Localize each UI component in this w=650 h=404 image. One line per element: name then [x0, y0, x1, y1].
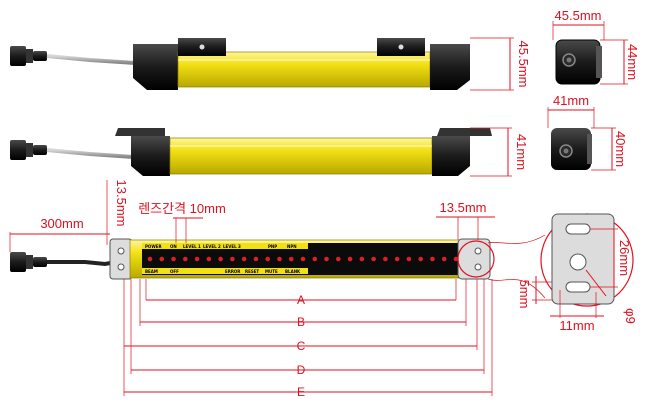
strip-top-label: LEVEL 2 [203, 244, 221, 249]
led-lens [183, 256, 188, 262]
strip-top-label: ON [170, 244, 177, 249]
led-lens [277, 256, 282, 262]
bracket-left-3 [109, 238, 133, 280]
connector-1 [10, 46, 47, 66]
led-lens [206, 256, 212, 262]
led-lens [253, 256, 259, 262]
led-lens [324, 256, 329, 262]
led-row [147, 256, 459, 262]
bracket-width-label: 11mm [559, 318, 594, 333]
strip-top-label: POWER [145, 244, 162, 249]
indicator-strip-top [142, 243, 308, 249]
led-lens [394, 256, 400, 262]
strip-bottom-label: OFF [170, 269, 179, 274]
led-lens [241, 256, 247, 262]
bracket-right-3 [457, 238, 491, 280]
strip-top-label: LEVEL 3 [223, 244, 241, 249]
center-hole [569, 253, 587, 271]
led-lens [288, 256, 294, 262]
housing-2 [169, 137, 433, 175]
led-lens [194, 256, 200, 262]
strip-bottom-label: BEAM [145, 269, 158, 274]
slot-bottom [565, 281, 591, 293]
led-lens [441, 256, 447, 262]
led-lens [300, 256, 306, 262]
led-lens [218, 256, 223, 262]
mount-plate-right-2 [437, 128, 492, 136]
led-lens [371, 256, 376, 262]
connector-3 [10, 252, 47, 272]
mount-plate-left-2 [115, 128, 165, 136]
side-view-2: 41mm [10, 127, 529, 177]
led-lens [147, 256, 153, 262]
led-lens [159, 256, 165, 262]
side-view-1: 45.5mm [10, 37, 531, 91]
dim-e-label: E [297, 385, 305, 399]
strip-top-label: NPN [287, 244, 297, 249]
cable-2 [46, 148, 134, 159]
led-lens [359, 256, 365, 262]
led-lens [418, 256, 423, 262]
cable-length-label: 300mm [40, 216, 83, 231]
led-lens [430, 256, 435, 262]
height-label-end-1: 44mm [625, 44, 640, 80]
end-view-1: 45.5mm 44mm [552, 8, 640, 85]
height-label-2: 41mm [514, 134, 529, 170]
led-lens [230, 256, 235, 262]
slot-top [565, 223, 591, 235]
strip-bottom-label: RESET [245, 269, 259, 274]
right-end-cap-2 [432, 136, 470, 176]
dim-c-label: C [297, 339, 306, 353]
edge-offset-label: 13.5mm [114, 180, 129, 227]
led-lens [406, 256, 412, 262]
end-view-2: 41mm 40mm [547, 93, 628, 171]
led-lens [453, 256, 459, 262]
led-lens [347, 256, 353, 262]
right-offset-label: 13.5mm [440, 200, 487, 215]
led-lens [171, 256, 176, 262]
led-lens [383, 256, 388, 262]
left-end-cap-2 [131, 136, 170, 176]
led-lens [336, 256, 341, 262]
width-label-1: 45.5mm [555, 8, 602, 23]
height-label-1: 45.5mm [516, 41, 531, 88]
housing-1 [177, 51, 431, 88]
width-label-2: 41mm [553, 93, 589, 108]
cable-1 [46, 54, 136, 65]
dim-b-label: B [297, 315, 305, 329]
hole-spacing-label: 26mm [617, 240, 632, 276]
bracket-edge-label: 5mm [517, 280, 532, 309]
bracket-detail: 26mm φ9 11mm 5mm [457, 213, 638, 333]
strip-bottom-label: MUTE [265, 269, 278, 274]
hole-diameter-label: φ9 [623, 308, 638, 324]
dim-a-label: A [297, 293, 305, 307]
cable-3 [47, 260, 117, 267]
led-lens [312, 256, 318, 262]
height-label-end-2: 40mm [613, 131, 628, 167]
right-end-cap-1 [430, 44, 470, 90]
left-end-cap-1 [133, 44, 178, 90]
strip-top-label: PNP [268, 244, 277, 249]
dim-d-label: D [297, 363, 306, 377]
lens-pitch-label: 렌즈간격 10mm [138, 201, 226, 216]
strip-bottom-label: ERROR [225, 269, 240, 274]
strip-bottom-label: BLANK [285, 269, 301, 274]
connector-2 [10, 140, 47, 160]
strip-top-label: LEVEL 1 [183, 244, 201, 249]
led-lens [265, 256, 270, 262]
indicator-strip-bottom [142, 268, 308, 274]
